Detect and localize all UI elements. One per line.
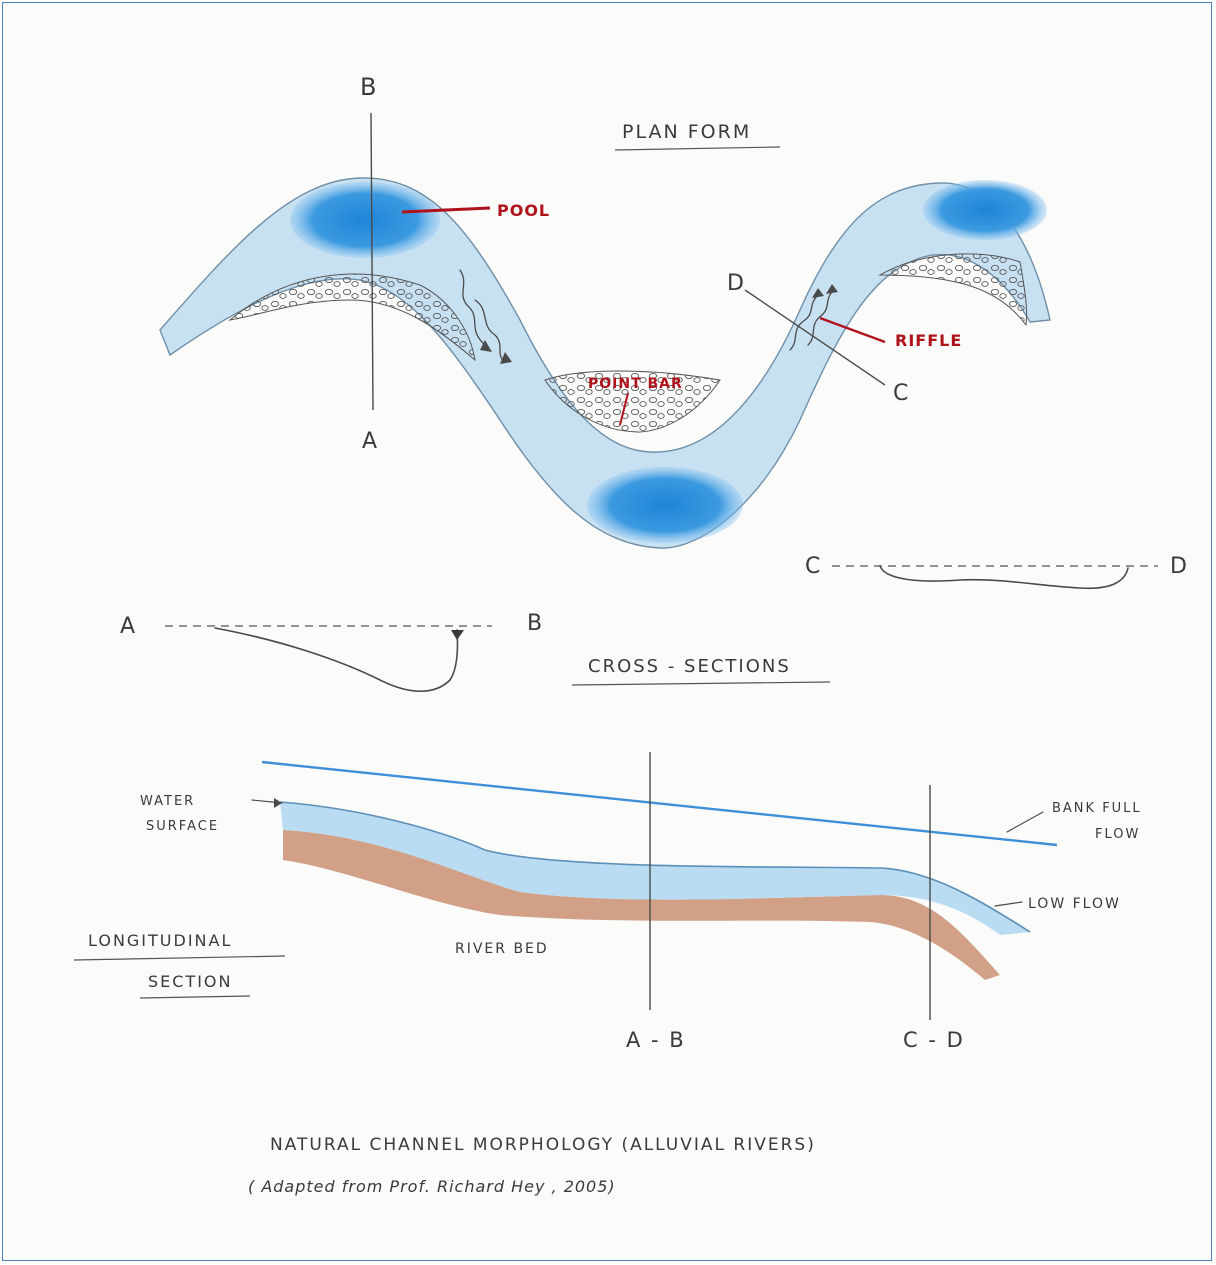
cross-sections-underline	[572, 682, 830, 685]
label-water-surface-2: SURFACE	[146, 819, 219, 834]
label-water-surface-1: WATER	[140, 794, 195, 809]
label-low-flow: LOW FLOW	[1028, 896, 1121, 912]
longitudinal-title-1: LONGITUDINAL	[88, 931, 232, 950]
plan-form-underline	[615, 147, 780, 150]
cross-section-label-a: A	[120, 614, 137, 639]
label-bank-full-1: BANK FULL	[1052, 801, 1142, 816]
caption-title: NATURAL CHANNEL MORPHOLOGY (ALLUVIAL RIV…	[270, 1135, 816, 1155]
label-bank-full-2: FLOW	[1095, 827, 1140, 842]
cross-section-label-c: C	[805, 554, 822, 579]
cross-section-ab-profile	[215, 628, 457, 691]
cross-sections-title: CROSS - SECTIONS	[588, 656, 791, 677]
longitudinal-underline-2	[140, 996, 250, 998]
label-riffle: RIFFLE	[895, 331, 962, 350]
longitudinal-title-2: SECTION	[148, 972, 233, 991]
cross-section-label-b: B	[527, 611, 544, 636]
cross-section-cd-profile	[880, 566, 1128, 588]
pool-upper-left	[290, 182, 440, 258]
plan-form-title: PLAN FORM	[622, 121, 751, 143]
low-flow-pointer	[995, 902, 1022, 906]
label-marker-ab: A - B	[626, 1028, 686, 1052]
river-bed-band	[283, 830, 1000, 980]
cross-section-label-d: D	[1170, 554, 1189, 579]
label-b-top: B	[360, 73, 378, 101]
label-river-bed: RIVER BED	[455, 941, 549, 957]
label-point-bar: POINT BAR	[588, 376, 683, 392]
section-line-ab	[371, 113, 373, 410]
label-a-bottom: A	[362, 429, 379, 454]
caption-credit: ( Adapted from Prof. Richard Hey , 2005)	[248, 1177, 616, 1196]
label-pool: POOL	[497, 201, 550, 220]
cross-section-ab-arrowhead	[451, 630, 464, 640]
gravel-bar-right	[880, 254, 1027, 325]
label-d: D	[727, 271, 746, 296]
longitudinal-underline-1	[74, 956, 285, 960]
pool-upper-right	[923, 180, 1047, 240]
label-marker-cd: C - D	[903, 1028, 965, 1052]
bank-full-pointer	[1007, 812, 1043, 832]
label-c: C	[893, 381, 910, 406]
pool-bottom	[587, 467, 743, 543]
